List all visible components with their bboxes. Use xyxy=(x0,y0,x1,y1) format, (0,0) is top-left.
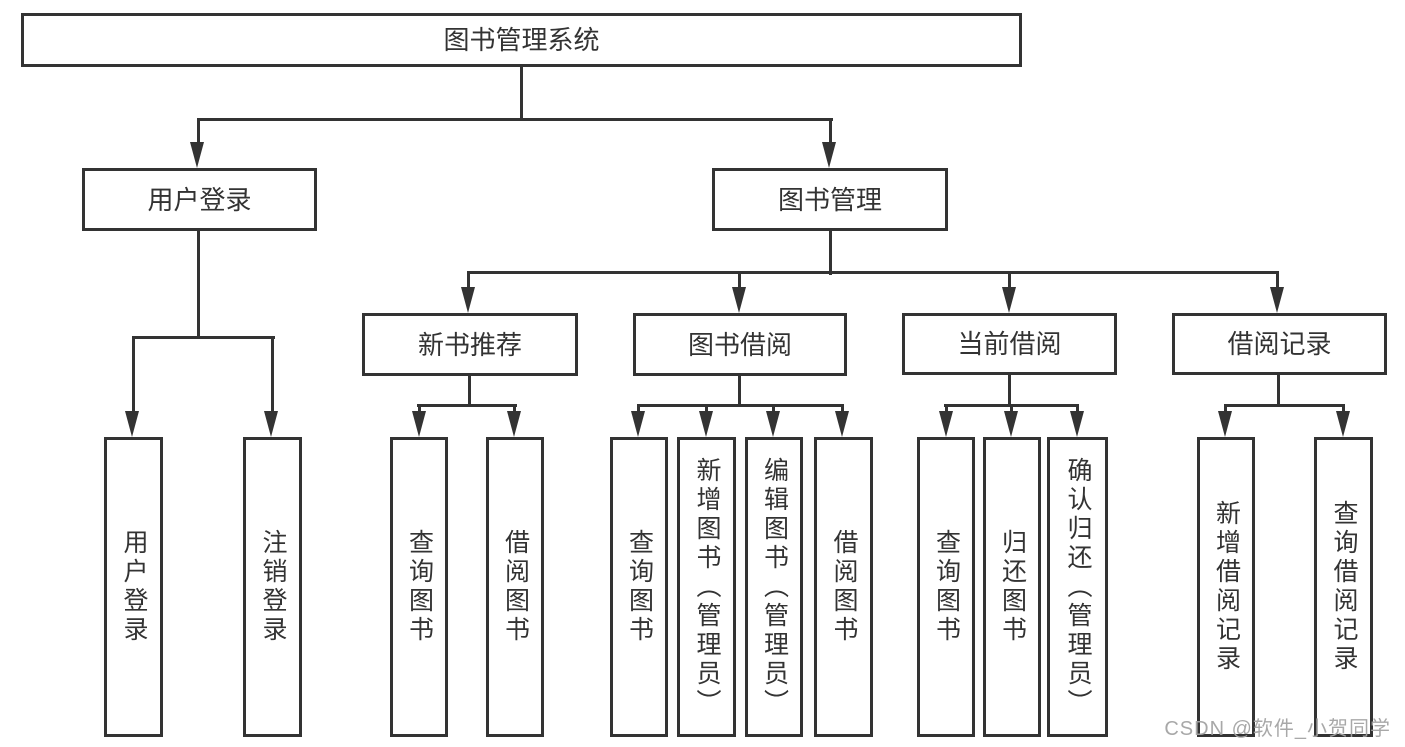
node-user-login: 用户登录 xyxy=(82,168,317,231)
connector-line xyxy=(513,404,516,414)
connector-arrowhead-down xyxy=(1336,411,1350,437)
connector-line xyxy=(738,375,741,407)
connector-line xyxy=(1076,404,1079,414)
leaf-records-query-record: 查询借阅记录 xyxy=(1314,437,1373,737)
connector-arrowhead-down xyxy=(1218,411,1232,437)
connector-line xyxy=(738,271,741,291)
connector-line xyxy=(132,336,135,414)
leaf-current-query-books: 查询图书 xyxy=(917,437,975,737)
node-book-management: 图书管理 xyxy=(712,168,948,231)
connector-line xyxy=(467,271,1279,274)
connector-line xyxy=(1342,404,1345,414)
leaf-current-confirm-return-admin: 确认归还（管理员） xyxy=(1047,437,1108,737)
leaf-newbook-borrow-books: 借阅图书 xyxy=(486,437,544,737)
connector-line xyxy=(705,404,708,414)
connector-arrowhead-down xyxy=(732,287,746,313)
leaf-current-return-books: 归还图书 xyxy=(983,437,1041,737)
leaf-newbook-query-books: 查询图书 xyxy=(390,437,448,737)
connector-line xyxy=(829,231,832,275)
connector-line xyxy=(637,404,640,414)
leaf-logout: 注销登录 xyxy=(243,437,302,737)
connector-arrowhead-down xyxy=(835,411,849,437)
connector-arrowhead-down xyxy=(264,411,278,437)
node-borrowing-records: 借阅记录 xyxy=(1172,313,1387,375)
connector-line xyxy=(198,118,833,121)
connector-line xyxy=(132,336,275,339)
leaf-borrowing-borrow-books: 借阅图书 xyxy=(814,437,873,737)
leaf-borrowing-edit-books-admin: 编辑图书（管理员） xyxy=(745,437,803,737)
connector-line xyxy=(468,375,471,407)
connector-arrowhead-down xyxy=(1270,287,1284,313)
leaf-records-add-record: 新增借阅记录 xyxy=(1197,437,1255,737)
connector-line xyxy=(841,404,844,414)
connector-line xyxy=(1224,404,1345,407)
connector-line xyxy=(1277,375,1280,407)
connector-arrowhead-down xyxy=(1070,411,1084,437)
connector-arrowhead-down xyxy=(1002,287,1016,313)
node-new-book-recommend: 新书推荐 xyxy=(362,313,578,376)
connector-arrowhead-down xyxy=(939,411,953,437)
leaf-borrowing-query-books: 查询图书 xyxy=(610,437,668,737)
connector-line xyxy=(1224,404,1227,414)
connector-arrowhead-down xyxy=(766,411,780,437)
connector-arrowhead-down xyxy=(412,411,426,437)
connector-line xyxy=(637,404,844,407)
node-root: 图书管理系统 xyxy=(21,13,1022,67)
connector-line xyxy=(772,404,775,414)
connector-line xyxy=(417,404,517,407)
connector-line xyxy=(197,118,200,148)
watermark: CSDN @软件_小贺同学 xyxy=(1164,718,1391,740)
connector-line xyxy=(829,118,832,148)
connector-arrowhead-down xyxy=(461,287,475,313)
connector-arrowhead-down xyxy=(699,411,713,437)
connector-line xyxy=(197,231,200,339)
leaf-borrowing-add-books-admin: 新增图书（管理员） xyxy=(677,437,736,737)
connector-arrowhead-down xyxy=(822,142,836,168)
connector-line xyxy=(945,404,948,414)
leaf-user-login: 用户登录 xyxy=(104,437,163,737)
connector-line xyxy=(418,404,421,414)
connector-arrowhead-down xyxy=(507,411,521,437)
connector-line xyxy=(1008,271,1011,291)
connector-arrowhead-down xyxy=(1004,411,1018,437)
connector-line xyxy=(467,271,470,291)
node-book-borrowing: 图书借阅 xyxy=(633,313,847,376)
connector-arrowhead-down xyxy=(190,142,204,168)
connector-line xyxy=(1276,271,1279,291)
connector-arrowhead-down xyxy=(125,411,139,437)
node-current-borrowing: 当前借阅 xyxy=(902,313,1117,375)
connector-arrowhead-down xyxy=(631,411,645,437)
connector-line xyxy=(1008,375,1011,407)
connector-line xyxy=(520,67,523,121)
connector-line xyxy=(271,336,274,414)
connector-line xyxy=(1010,404,1013,414)
